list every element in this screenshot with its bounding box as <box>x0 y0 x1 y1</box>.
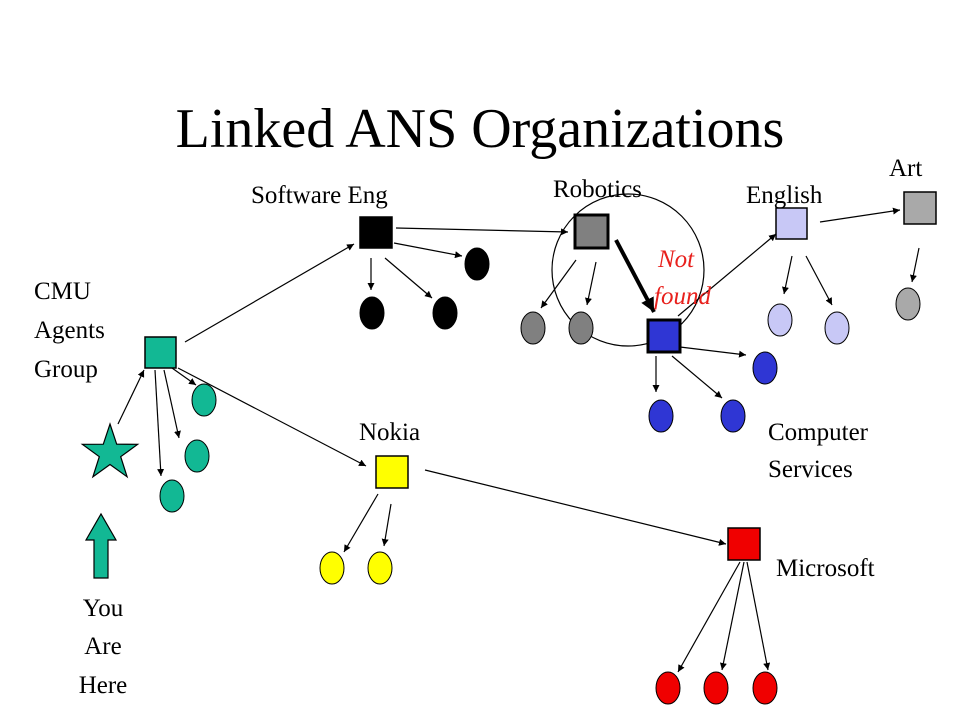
agent-node-software-eng[interactable] <box>359 296 385 330</box>
label-nokia: Nokia <box>359 419 420 446</box>
agent-node-cmu[interactable] <box>184 439 210 473</box>
agent-node-microsoft[interactable] <box>655 671 681 705</box>
node-art[interactable] <box>903 191 937 225</box>
node-software-eng[interactable] <box>359 216 393 249</box>
edge-software-eng-to-agent <box>384 257 433 299</box>
edge-microsoft-to-agent <box>746 561 771 671</box>
edge-english-to-agent <box>782 255 793 295</box>
node-nokia[interactable] <box>375 455 409 489</box>
edge-cmu-to-nokia <box>177 367 367 467</box>
agent-node-computer-services[interactable] <box>720 399 746 433</box>
label-cmu-line-2: Agents <box>34 317 105 344</box>
label-you-are-here-line-1: You <box>83 595 124 622</box>
agent-node-computer-services[interactable] <box>752 351 778 385</box>
agent-node-english[interactable] <box>767 303 793 337</box>
edge-microsoft-to-agent <box>677 561 741 673</box>
edge-nokia-to-agent <box>381 503 392 547</box>
label-cmu-line-1: CMU <box>34 278 91 305</box>
agent-node-nokia[interactable] <box>367 551 393 585</box>
agent-node-robotics[interactable] <box>568 311 594 345</box>
label-robotics: Robotics <box>553 176 642 203</box>
edge-art-to-agent <box>909 247 920 283</box>
edge-software-eng-to-robotics <box>395 227 569 236</box>
node-robotics[interactable] <box>573 213 610 250</box>
label-you-are-here-line-3: Here <box>79 672 128 699</box>
edge-robotics-not-found-arrow <box>614 239 656 313</box>
edges <box>117 207 920 673</box>
label-microsoft: Microsoft <box>776 555 875 582</box>
robotics-highlight-circle <box>551 193 705 347</box>
arrow-up-icon-shape <box>84 512 118 579</box>
edge-english-to-art <box>819 207 901 223</box>
label-art: Art <box>889 155 922 182</box>
agent-node-software-eng[interactable] <box>432 296 458 330</box>
edge-you-to-cmu <box>117 369 145 425</box>
edge-robotics-to-agent <box>585 261 597 306</box>
label-computer-services-line-1: Computer <box>768 419 869 446</box>
edge-cmu-to-agent <box>154 369 165 477</box>
label-software-eng: Software Eng <box>251 182 388 209</box>
edge-microsoft-to-agent <box>719 561 745 671</box>
node-english[interactable] <box>775 207 808 240</box>
edge-cmu-to-software-eng <box>184 243 355 343</box>
label-cmu-line-3: Group <box>34 356 98 383</box>
label-not-found-line-2: found <box>654 283 711 310</box>
page-title: Linked ANS Organizations <box>176 98 785 160</box>
agent-node-microsoft[interactable] <box>703 671 729 705</box>
agent-node-nokia[interactable] <box>319 551 345 585</box>
label-english: English <box>746 182 823 209</box>
edge-nokia-to-agent <box>343 493 379 553</box>
agent-node-computer-services[interactable] <box>648 399 674 433</box>
star-icon <box>80 422 140 479</box>
label-computer-services-line-2: Services <box>768 456 853 483</box>
agent-node-software-eng[interactable] <box>464 247 490 281</box>
edge-cmu-to-agent <box>163 369 181 439</box>
node-computer-services[interactable] <box>646 318 682 354</box>
edge-nokia-to-microsoft <box>424 469 727 546</box>
agent-node-english[interactable] <box>824 311 850 345</box>
edge-computer-services-to-agent <box>679 346 747 358</box>
agent-node-cmu[interactable] <box>159 479 185 513</box>
edge-english-to-agent <box>805 255 833 306</box>
agent-node-robotics[interactable] <box>520 311 546 345</box>
label-not-found-line-1: Not <box>657 246 695 273</box>
edge-software-eng-to-agent <box>393 242 463 259</box>
edge-computer-services-to-agent <box>671 355 723 399</box>
agent-node-art[interactable] <box>895 287 921 321</box>
edge-cmu-to-agent <box>171 367 197 386</box>
node-microsoft[interactable] <box>727 527 761 561</box>
label-you-are-here-line-2: Are <box>84 633 121 660</box>
node-cmu-agents-group[interactable] <box>144 336 177 369</box>
agent-node-microsoft[interactable] <box>752 671 778 705</box>
edge-computer-services-to-english <box>677 233 777 317</box>
agent-node-cmu[interactable] <box>191 383 217 417</box>
edge-robotics-to-agent <box>540 259 577 309</box>
